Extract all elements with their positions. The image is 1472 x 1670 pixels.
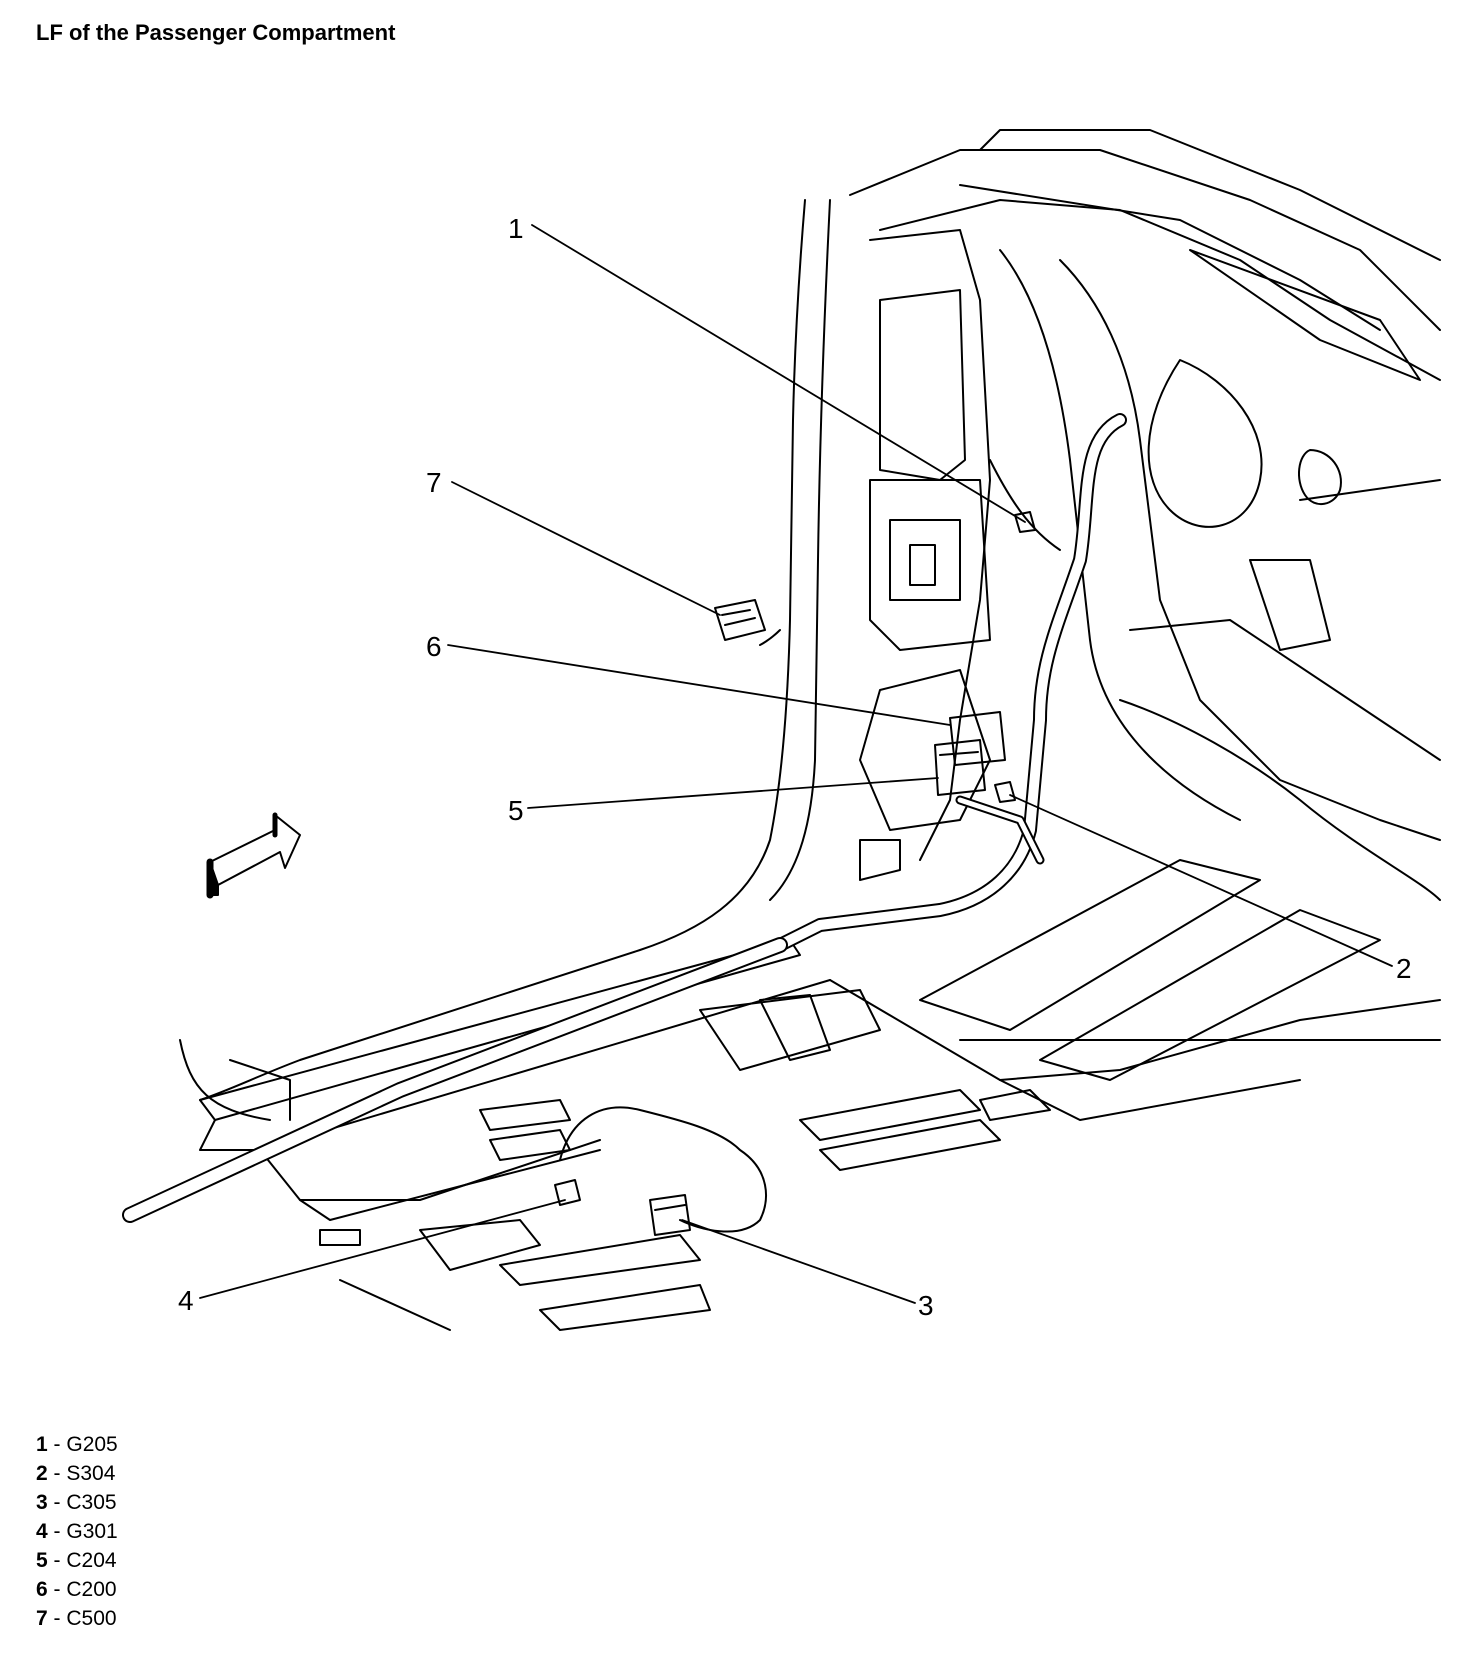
legend-number: 3 [36, 1491, 48, 1514]
wiring-harness [122, 413, 1127, 1233]
legend-code: C305 [66, 1491, 117, 1514]
page-title: LF of the Passenger Compartment [36, 20, 396, 45]
ground-g205 [1014, 511, 1036, 533]
legend-separator: - [47, 1549, 67, 1572]
legend-number: 1 [36, 1433, 48, 1456]
legend-item: 6 - C200 [36, 1575, 118, 1604]
connector-c305 [649, 1194, 691, 1236]
legend-separator: - [47, 1578, 67, 1601]
callout-6: 6 [426, 631, 442, 662]
legend-separator: - [47, 1607, 67, 1630]
callout-numbers: 1 2 3 4 5 6 7 [178, 213, 1412, 1321]
callout-leader-lines [199, 224, 1393, 1304]
legend-separator: - [47, 1462, 67, 1485]
legend-item: 2 - S304 [36, 1459, 118, 1488]
splice-s304 [994, 781, 1016, 803]
legend-number: 5 [36, 1549, 48, 1572]
callout-7: 7 [426, 467, 442, 498]
callout-legend: 1 - G205 2 - S304 3 - C305 4 - G301 5 - … [36, 1430, 118, 1633]
connector-c200 [949, 711, 1006, 766]
legend-code: G205 [66, 1433, 118, 1456]
legend-code: C200 [66, 1578, 117, 1601]
connector-c500 [714, 599, 766, 641]
legend-number: 6 [36, 1578, 48, 1601]
legend-item: 5 - C204 [36, 1546, 118, 1575]
ground-g301 [554, 1179, 581, 1206]
legend-item: 3 - C305 [36, 1488, 118, 1517]
legend-item: 4 - G301 [36, 1517, 118, 1546]
legend-code: C204 [66, 1549, 117, 1572]
callout-4: 4 [178, 1285, 194, 1316]
forward-arrow-icon [206, 812, 301, 899]
legend-code: G301 [66, 1520, 118, 1543]
legend-code: S304 [66, 1462, 116, 1485]
legend-number: 4 [36, 1520, 48, 1543]
legend-item: 7 - C500 [36, 1604, 118, 1633]
legend-number: 2 [36, 1462, 48, 1485]
rocker-and-floor-outline [179, 859, 1441, 1331]
legend-separator: - [47, 1491, 67, 1514]
callout-1: 1 [508, 213, 524, 244]
body-pillar-outline [199, 129, 1441, 1101]
legend-number: 7 [36, 1607, 48, 1630]
legend-separator: - [47, 1433, 67, 1456]
callout-3: 3 [918, 1290, 934, 1321]
callout-5: 5 [508, 795, 524, 826]
legend-code: C500 [66, 1607, 117, 1630]
legend-separator: - [47, 1520, 67, 1543]
callout-2: 2 [1396, 953, 1412, 984]
legend-item: 1 - G205 [36, 1430, 118, 1459]
